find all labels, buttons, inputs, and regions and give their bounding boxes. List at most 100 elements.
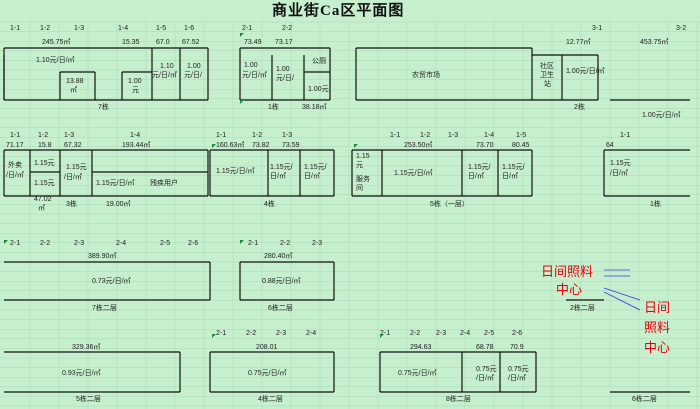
unit-id: 1-1	[216, 132, 227, 139]
cell-note-marker	[240, 100, 244, 104]
unit-id: 1-5	[156, 25, 167, 32]
floor-label: 7栋二层	[92, 305, 117, 312]
unit-price: 0.73元/日/㎡	[92, 278, 131, 285]
unit-id: 2-2	[246, 330, 257, 337]
unit-id: 1-2	[252, 132, 263, 139]
unit-price: 0.75元/日/㎡	[248, 370, 287, 377]
unit-price: 1.00	[128, 78, 142, 85]
building-label: 7栋	[98, 104, 109, 111]
unit-area: 80.45	[512, 142, 530, 149]
unit-price: 1.15元/	[468, 164, 491, 171]
unit-id: 2-2	[410, 330, 421, 337]
cell-note-marker	[240, 240, 244, 244]
unit-id: 2-3	[74, 240, 85, 247]
unit-area: 73.17	[275, 39, 293, 46]
unit-id: 2-1	[10, 240, 21, 247]
unit-price: 0.75元	[508, 366, 529, 373]
unit-price: 1.15元	[610, 160, 631, 167]
building-label: 1栋	[650, 201, 661, 208]
unit-area: 67.52	[182, 39, 200, 46]
unit-price: 1.15元	[66, 164, 87, 171]
cell-note-marker	[212, 144, 216, 148]
unit-price-unit: 元/日/㎡	[242, 72, 267, 79]
unit-area: 19.00㎡	[106, 201, 131, 208]
unit-price: /日/㎡	[6, 172, 24, 179]
unit-id: 2-3	[312, 240, 323, 247]
unit-id: 2-6	[512, 330, 523, 337]
unit-price: 1.15元/	[304, 164, 327, 171]
clinic-label: 卫生	[540, 72, 554, 79]
unit-id: 2-4	[306, 330, 317, 337]
unit-area: 245.75㎡	[42, 39, 71, 46]
plan-title: 商业街Ca区平面图	[272, 3, 405, 19]
floor-label: 4栋二层	[258, 396, 283, 403]
cell-note-marker	[212, 334, 216, 338]
unit-id: 1-6	[184, 25, 195, 32]
unit-id: 1-2	[420, 132, 431, 139]
unit-id: 1-5	[516, 132, 527, 139]
unit-id: 1-3	[74, 25, 85, 32]
room-label: 服务	[356, 176, 370, 183]
unit-id: 1-2	[40, 25, 51, 32]
building-label: 3栋	[66, 201, 77, 208]
unit-price: 1.15元/日/㎡	[394, 170, 433, 177]
unit-price: 1.15元	[34, 180, 55, 187]
unit-price: 日/㎡	[270, 173, 286, 180]
unit-id: 2-1	[216, 330, 227, 337]
unit-id: 1-1	[10, 25, 21, 32]
unit-area: 71.17	[6, 142, 24, 149]
unit-unit: ㎡	[70, 87, 77, 94]
building-label: 4栋	[264, 201, 275, 208]
unit-id: 1-4	[130, 132, 141, 139]
unit-price: 外卖	[8, 162, 22, 169]
floor-label: 6栋二层	[632, 396, 657, 403]
unit-area: 47.02	[34, 196, 52, 203]
room-label: 间	[356, 185, 363, 192]
unit-area: 73.59	[282, 142, 300, 149]
daycare-label: 中心	[556, 282, 583, 297]
unit-price-unit: 元/日/	[184, 72, 202, 79]
unit-area: 15.8	[38, 142, 52, 149]
unit-price: 1.10	[160, 63, 174, 70]
clinic-label: 站	[544, 81, 551, 88]
unit-area: 453.75㎡	[640, 39, 669, 46]
cell-note-marker	[240, 33, 244, 37]
cell-note-marker	[354, 144, 358, 148]
unit-price: 日/㎡	[304, 173, 320, 180]
unit-id: 3-1	[592, 25, 603, 32]
unit-area: 253.50㎡	[404, 142, 433, 149]
unit-price: 1.00元	[308, 86, 329, 93]
floor-label: 8栋二层	[446, 396, 471, 403]
unit-area: 38.18㎡	[302, 104, 327, 111]
unit-price: 1.15	[356, 153, 370, 160]
unit-price: 0.93元/日/㎡	[62, 370, 101, 377]
unit-area: 73.70	[476, 142, 494, 149]
unit-area: 73.49	[244, 39, 262, 46]
unit-id: 2-5	[160, 240, 171, 247]
unit-price: 1.10元/日/㎡	[36, 57, 75, 64]
unit-area: 13.88	[66, 78, 84, 85]
unit-area: 67.0	[156, 39, 170, 46]
unit-id: 2-2	[282, 25, 293, 32]
unit-price: 1.00元/日/㎡	[566, 68, 605, 75]
floor-label: 6栋二层	[268, 305, 293, 312]
unit-area: 294.63	[410, 344, 432, 351]
unit-id: 2-4	[116, 240, 127, 247]
unit-price: /日/㎡	[610, 170, 628, 177]
unit-area: 64	[606, 142, 614, 149]
unit-price-unit: 元/日/㎡	[152, 72, 177, 79]
building-label: 5栋（一层）	[430, 201, 469, 208]
unit-price: 0.75元	[476, 366, 497, 373]
unit-price: 1.15元/日/㎡	[216, 168, 255, 175]
unit-price: 日/㎡	[468, 173, 484, 180]
unit-price: 1.15元	[34, 160, 55, 167]
unit-price: 1.15元/日/㎡	[96, 180, 135, 187]
unit-id: 2-4	[460, 330, 471, 337]
unit-area: 70.9	[510, 344, 524, 351]
unit-id: 1-3	[282, 132, 293, 139]
unit-id: 1-4	[484, 132, 495, 139]
unit-id: 2-6	[188, 240, 199, 247]
unit-unit: ㎡	[38, 205, 45, 212]
